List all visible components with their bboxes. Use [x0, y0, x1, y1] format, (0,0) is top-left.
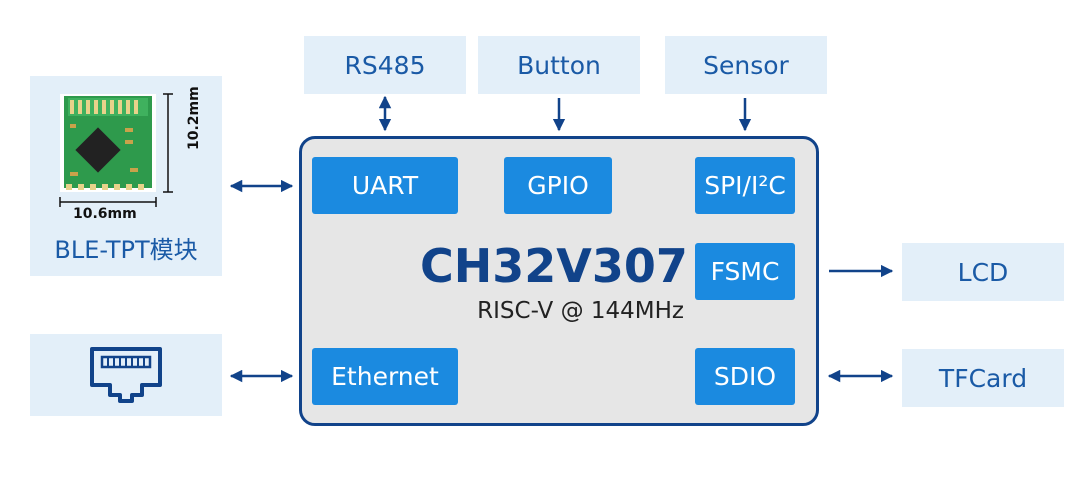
fsmc-peripheral: FSMC: [695, 243, 795, 300]
ble-width-dimension: 10.6mm: [73, 206, 137, 222]
chip-subtitle: RISC-V @ 144MHz: [477, 298, 684, 324]
sdio-peripheral: SDIO: [695, 348, 795, 405]
button-label: Button: [517, 50, 601, 80]
lcd-box: LCD: [902, 243, 1064, 301]
gpio-peripheral: GPIO: [504, 157, 612, 214]
tfcard-label: TFCard: [938, 363, 1028, 393]
spi-i2c-label: SPI/I²C: [704, 171, 786, 200]
uart-label: UART: [351, 171, 419, 200]
ethernet-label: Ethernet: [331, 362, 439, 391]
tfcard-box: TFCard: [902, 349, 1064, 407]
rs485-box: RS485: [304, 36, 466, 94]
ethernet-peripheral: Ethernet: [312, 348, 458, 405]
fsmc-label: FSMC: [710, 257, 780, 286]
sdio-label: SDIO: [713, 362, 777, 391]
uart-peripheral: UART: [312, 157, 458, 214]
lcd-label: LCD: [957, 257, 1009, 287]
ble-module-photo-icon: [59, 93, 173, 207]
chip-name: CH32V307: [420, 239, 688, 293]
ethernet-port-box: [30, 334, 222, 416]
button-box: Button: [478, 36, 640, 94]
sensor-label: Sensor: [703, 50, 789, 80]
sensor-box: Sensor: [665, 36, 827, 94]
rs485-label: RS485: [344, 50, 426, 80]
spi-i2c-peripheral: SPI/I²C: [695, 157, 795, 214]
ble-module-label: BLE-TPT模块: [54, 236, 198, 264]
ethernet-port-icon: [90, 347, 162, 403]
gpio-label: GPIO: [527, 171, 589, 200]
